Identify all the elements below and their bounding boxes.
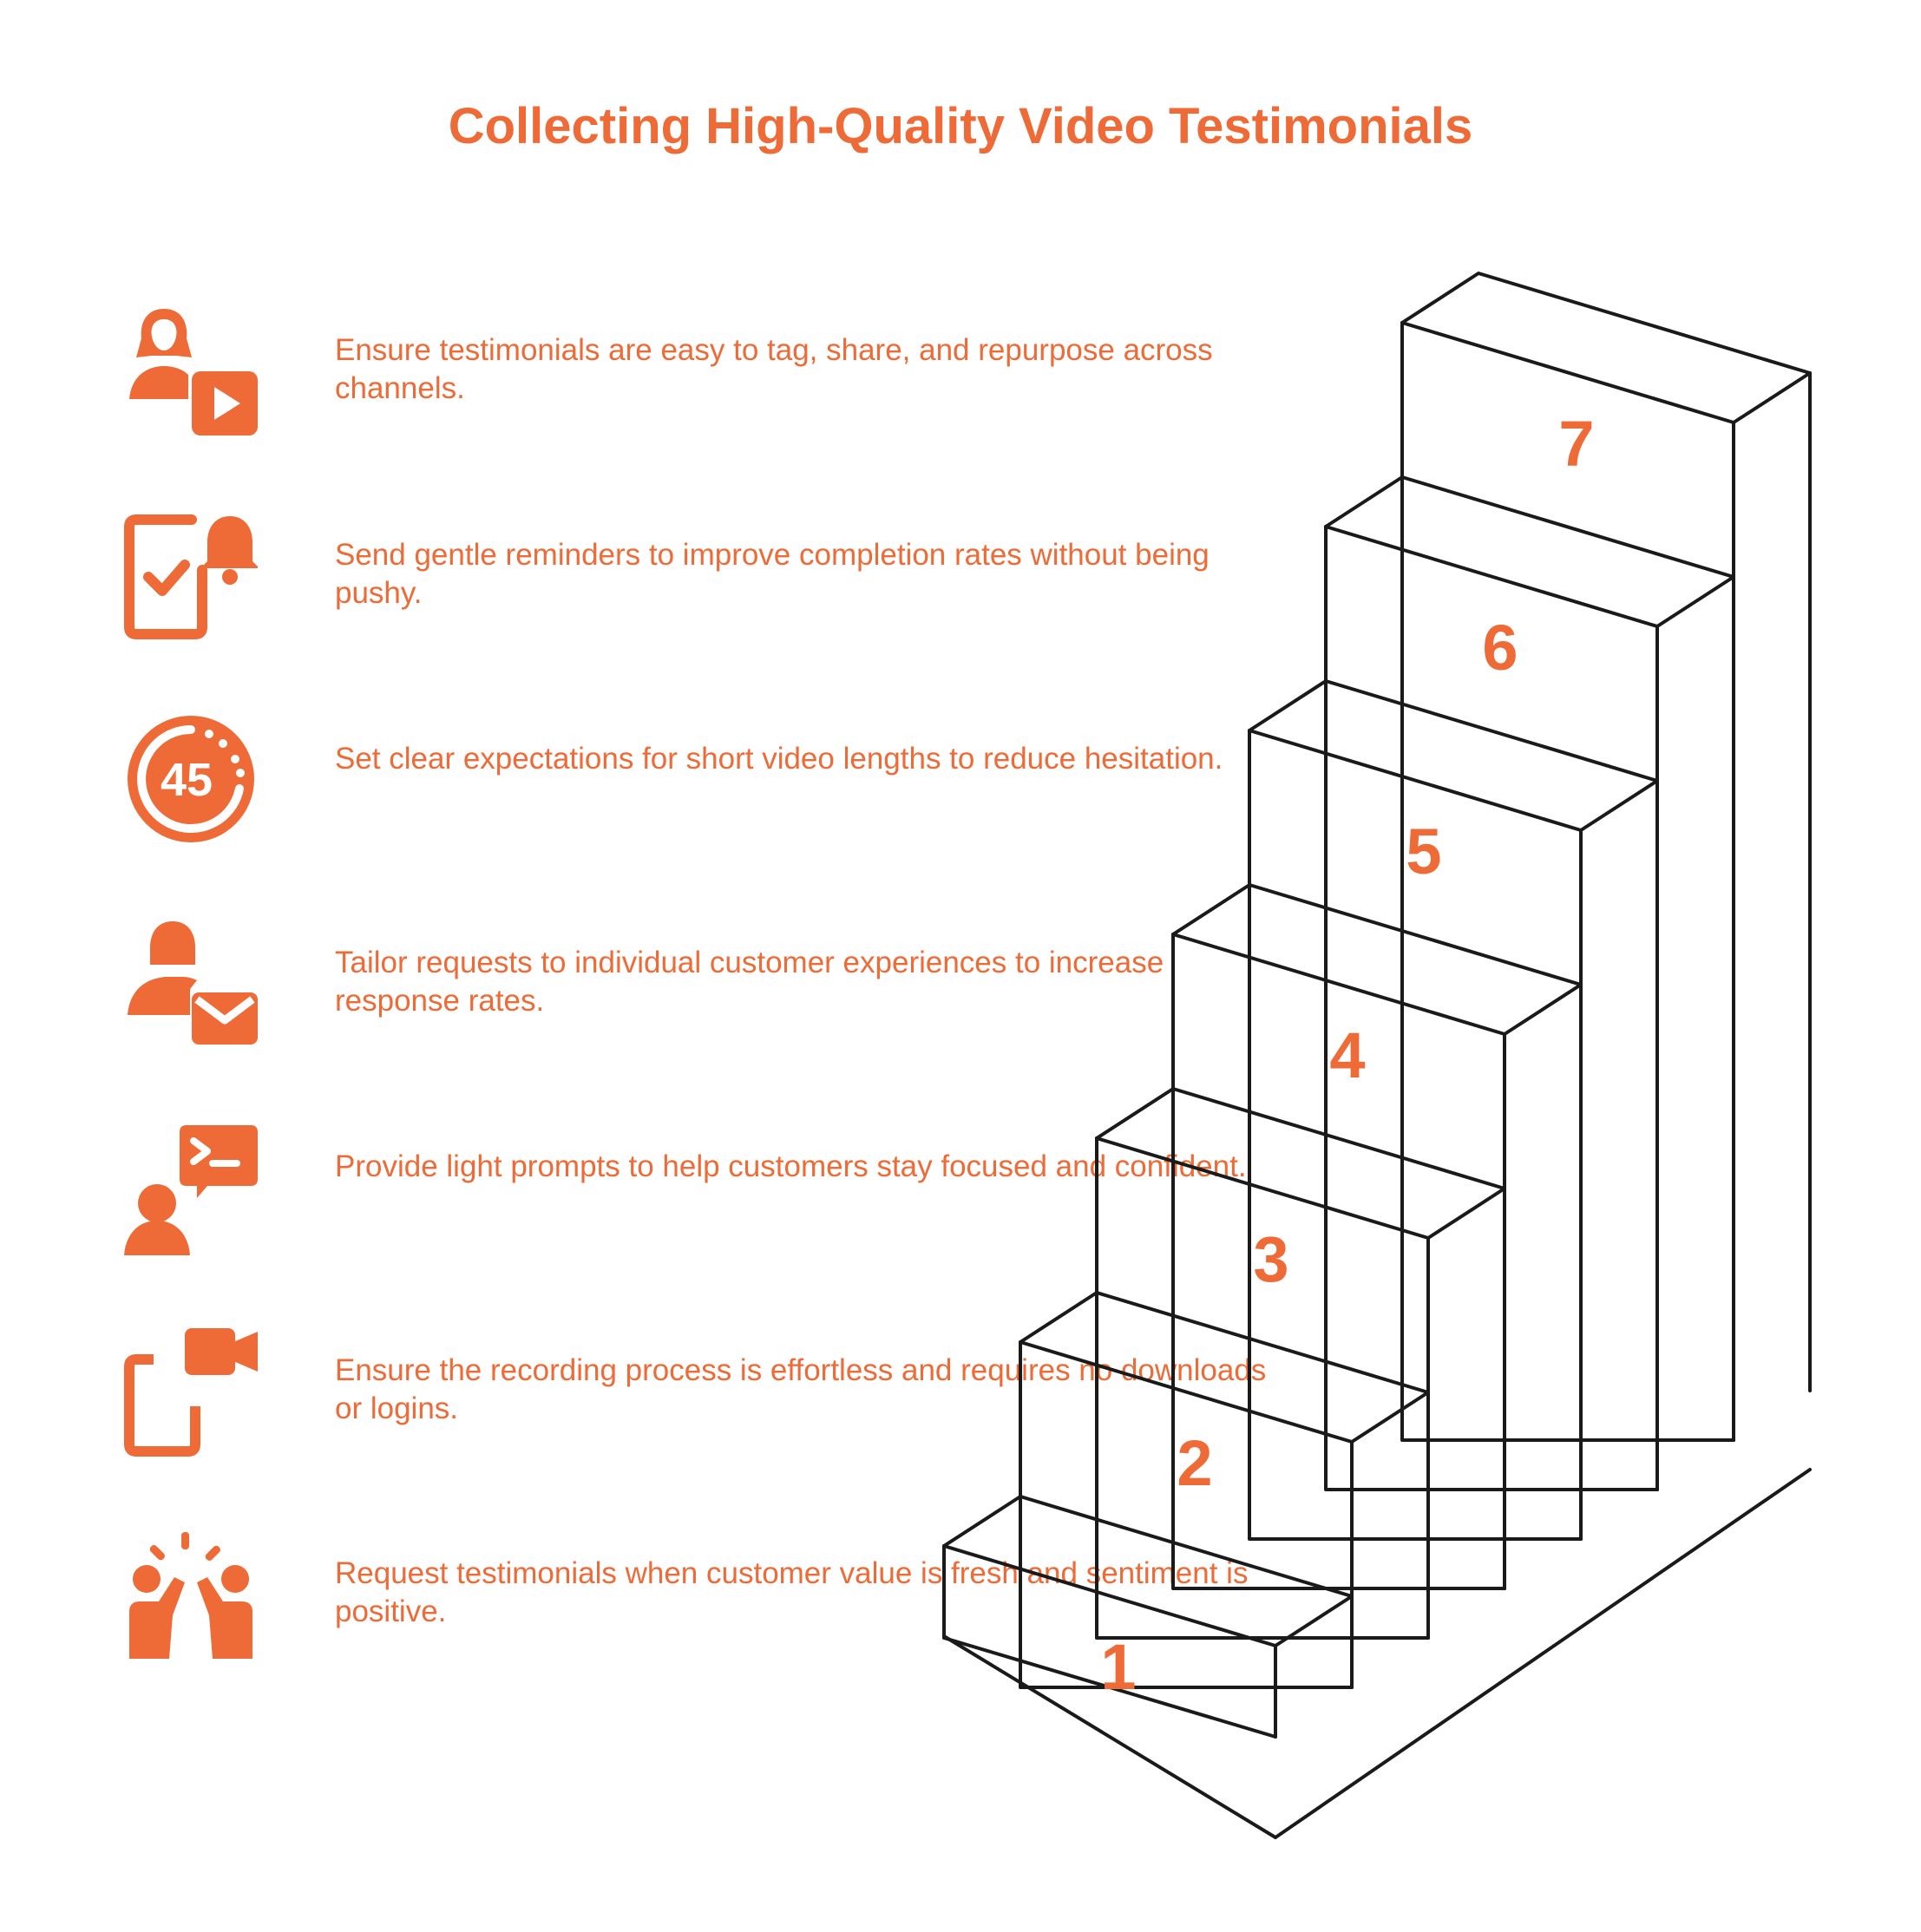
- step-6-description: Send gentle reminders to improve complet…: [335, 538, 1210, 610]
- step-7-number: 7: [1558, 408, 1594, 480]
- timer-label: 45: [161, 754, 213, 806]
- person-play-icon: [124, 304, 258, 437]
- step-5-number: 5: [1406, 815, 1441, 887]
- person-envelope-icon: [124, 916, 258, 1050]
- step-6-number: 6: [1482, 612, 1518, 684]
- step-4-description: Tailor requests to individual customer e…: [335, 946, 1164, 1018]
- step-2-number: 2: [1177, 1427, 1212, 1499]
- step-4-number: 4: [1329, 1019, 1365, 1091]
- phone-bell-icon: [124, 508, 259, 641]
- step-1-number: 1: [1100, 1631, 1136, 1703]
- stair-3-top: [1095, 1087, 1506, 1240]
- stair-5-top: [1248, 679, 1659, 832]
- stair-7-top: [1400, 272, 1812, 424]
- page-title: Collecting High-Quality Video Testimonia…: [448, 98, 1473, 154]
- stair-2-top: [1019, 1291, 1430, 1444]
- stair-1-top: [942, 1495, 1354, 1647]
- step-7-description: Ensure testimonials are easy to tag, sha…: [335, 333, 1213, 405]
- phone-video-camera-icon: [124, 1325, 258, 1458]
- stair-base-front: [942, 1544, 1277, 1839]
- stair-6-top: [1324, 475, 1735, 628]
- step-3-number: 3: [1253, 1223, 1288, 1295]
- stair-4-top: [1171, 883, 1583, 1036]
- step-3-description: Provide light prompts to help customers …: [335, 1149, 1247, 1183]
- stair-base-bottom: [1274, 1468, 1812, 1839]
- high-five-icon: [124, 1529, 258, 1662]
- timer-45-icon: 45: [124, 712, 258, 846]
- step-5-description: Set clear expectations for short video l…: [335, 742, 1223, 776]
- person-prompt-bubble-icon: [124, 1122, 258, 1255]
